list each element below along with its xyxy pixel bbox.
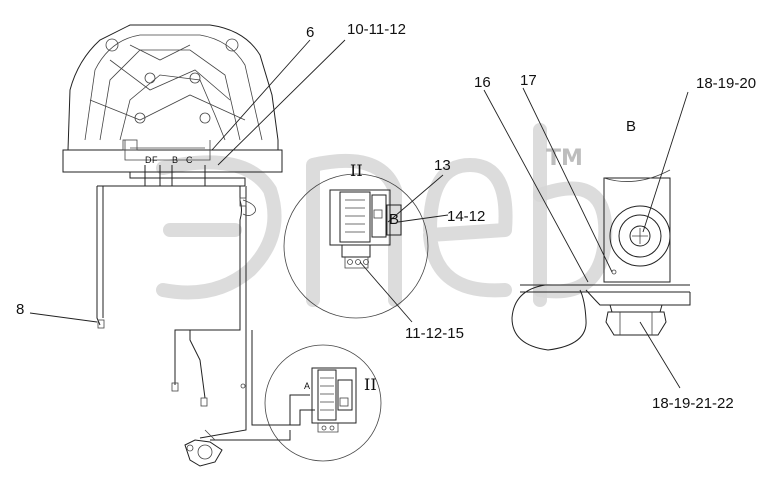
view-b-title: B bbox=[626, 118, 636, 135]
callout-14-12: 14-12 bbox=[447, 208, 485, 225]
cab-assembly bbox=[62, 24, 283, 173]
leader-lines bbox=[29, 39, 689, 389]
watermark-logo: TM bbox=[156, 123, 613, 307]
callout-16: 16 bbox=[474, 74, 491, 91]
view-b-assembly bbox=[511, 169, 691, 351]
callout-10-11-12: 10-11-12 bbox=[347, 21, 406, 38]
detail-ii-top: II bbox=[350, 161, 363, 180]
connector-b: B bbox=[172, 155, 178, 165]
view-b-marker: B bbox=[389, 211, 399, 228]
callout-13: 13 bbox=[434, 157, 451, 174]
connector-c: C bbox=[186, 155, 193, 165]
callout-8: 8 bbox=[16, 301, 24, 318]
relay-block-top bbox=[329, 189, 402, 269]
callout-11-12-15: 11-12-15 bbox=[405, 325, 464, 342]
relay-block-bottom bbox=[311, 367, 357, 433]
connector-f: F bbox=[152, 155, 158, 165]
detail-circle-ii-top bbox=[283, 173, 429, 319]
detail-ii-bottom: II bbox=[364, 375, 377, 394]
detail-circle-ii-bottom bbox=[264, 344, 382, 462]
lower-connector bbox=[184, 429, 223, 467]
callout-6: 6 bbox=[306, 24, 314, 41]
callout-18-19-21-22: 18-19-21-22 bbox=[652, 395, 734, 412]
callout-18-19-20: 18-19-20 bbox=[696, 75, 756, 92]
watermark-trademark: TM bbox=[546, 146, 583, 171]
connector-a: A bbox=[304, 381, 310, 391]
wiring-harness bbox=[96, 165, 315, 441]
connector-d: D bbox=[145, 155, 152, 165]
callout-17: 17 bbox=[520, 72, 537, 89]
